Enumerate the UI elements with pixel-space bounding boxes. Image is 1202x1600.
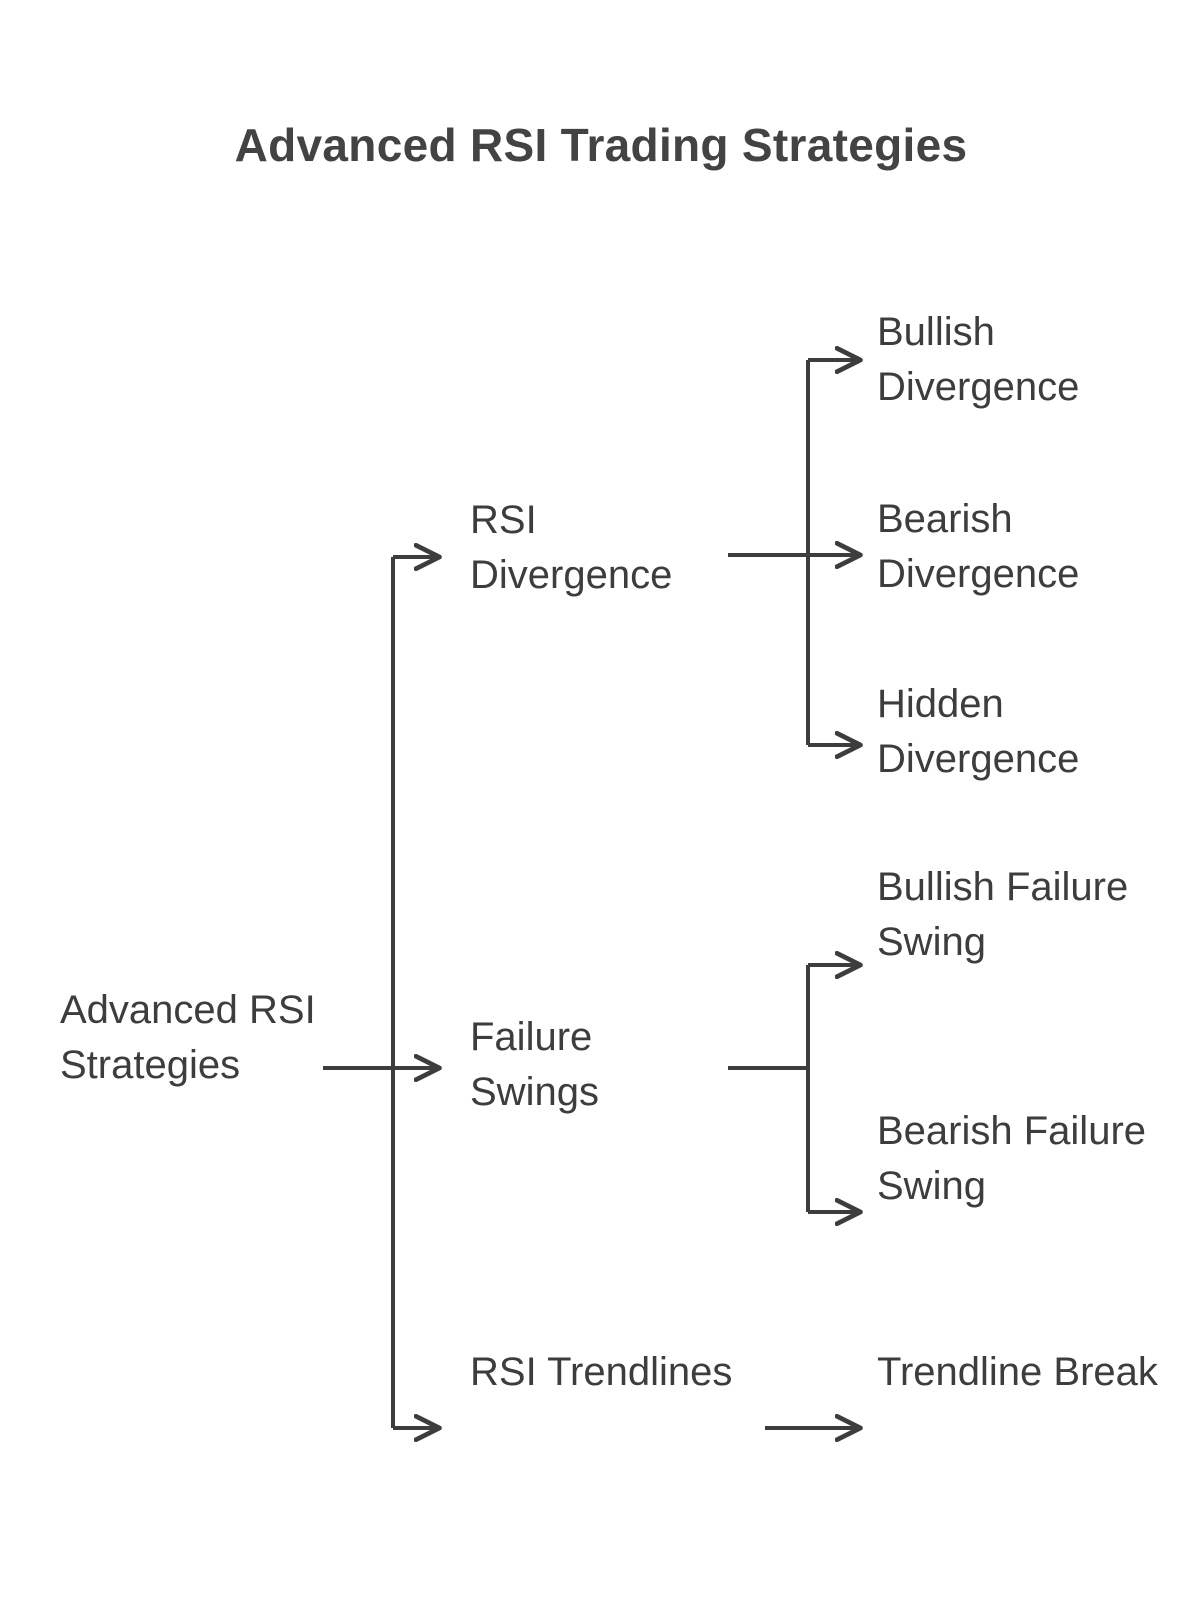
node-hidden-divergence[interactable]: Hidden Divergence (877, 682, 1080, 781)
node-bearish-failure-swing[interactable]: Bearish Failure Swing (877, 1109, 1147, 1208)
node-bullish-divergence[interactable]: Bullish Divergence (877, 310, 1080, 409)
node-trendline-break[interactable]: Trendline Break (877, 1350, 1158, 1394)
node-rsi-trendlines[interactable]: RSI Trendlines (470, 1350, 733, 1394)
node-bearish-divergence[interactable]: Bearish Divergence (877, 497, 1080, 596)
page-title: Advanced RSI Trading Strategies (234, 119, 968, 171)
node-rsi-divergence[interactable]: RSI Divergence (470, 498, 673, 597)
node-bullish-failure-swing[interactable]: Bullish Failure Swing (877, 865, 1129, 964)
node-failure-swings[interactable]: Failure Swings (470, 1015, 599, 1114)
node-advanced-rsi-strategies[interactable]: Advanced RSI Strategies (60, 988, 316, 1087)
